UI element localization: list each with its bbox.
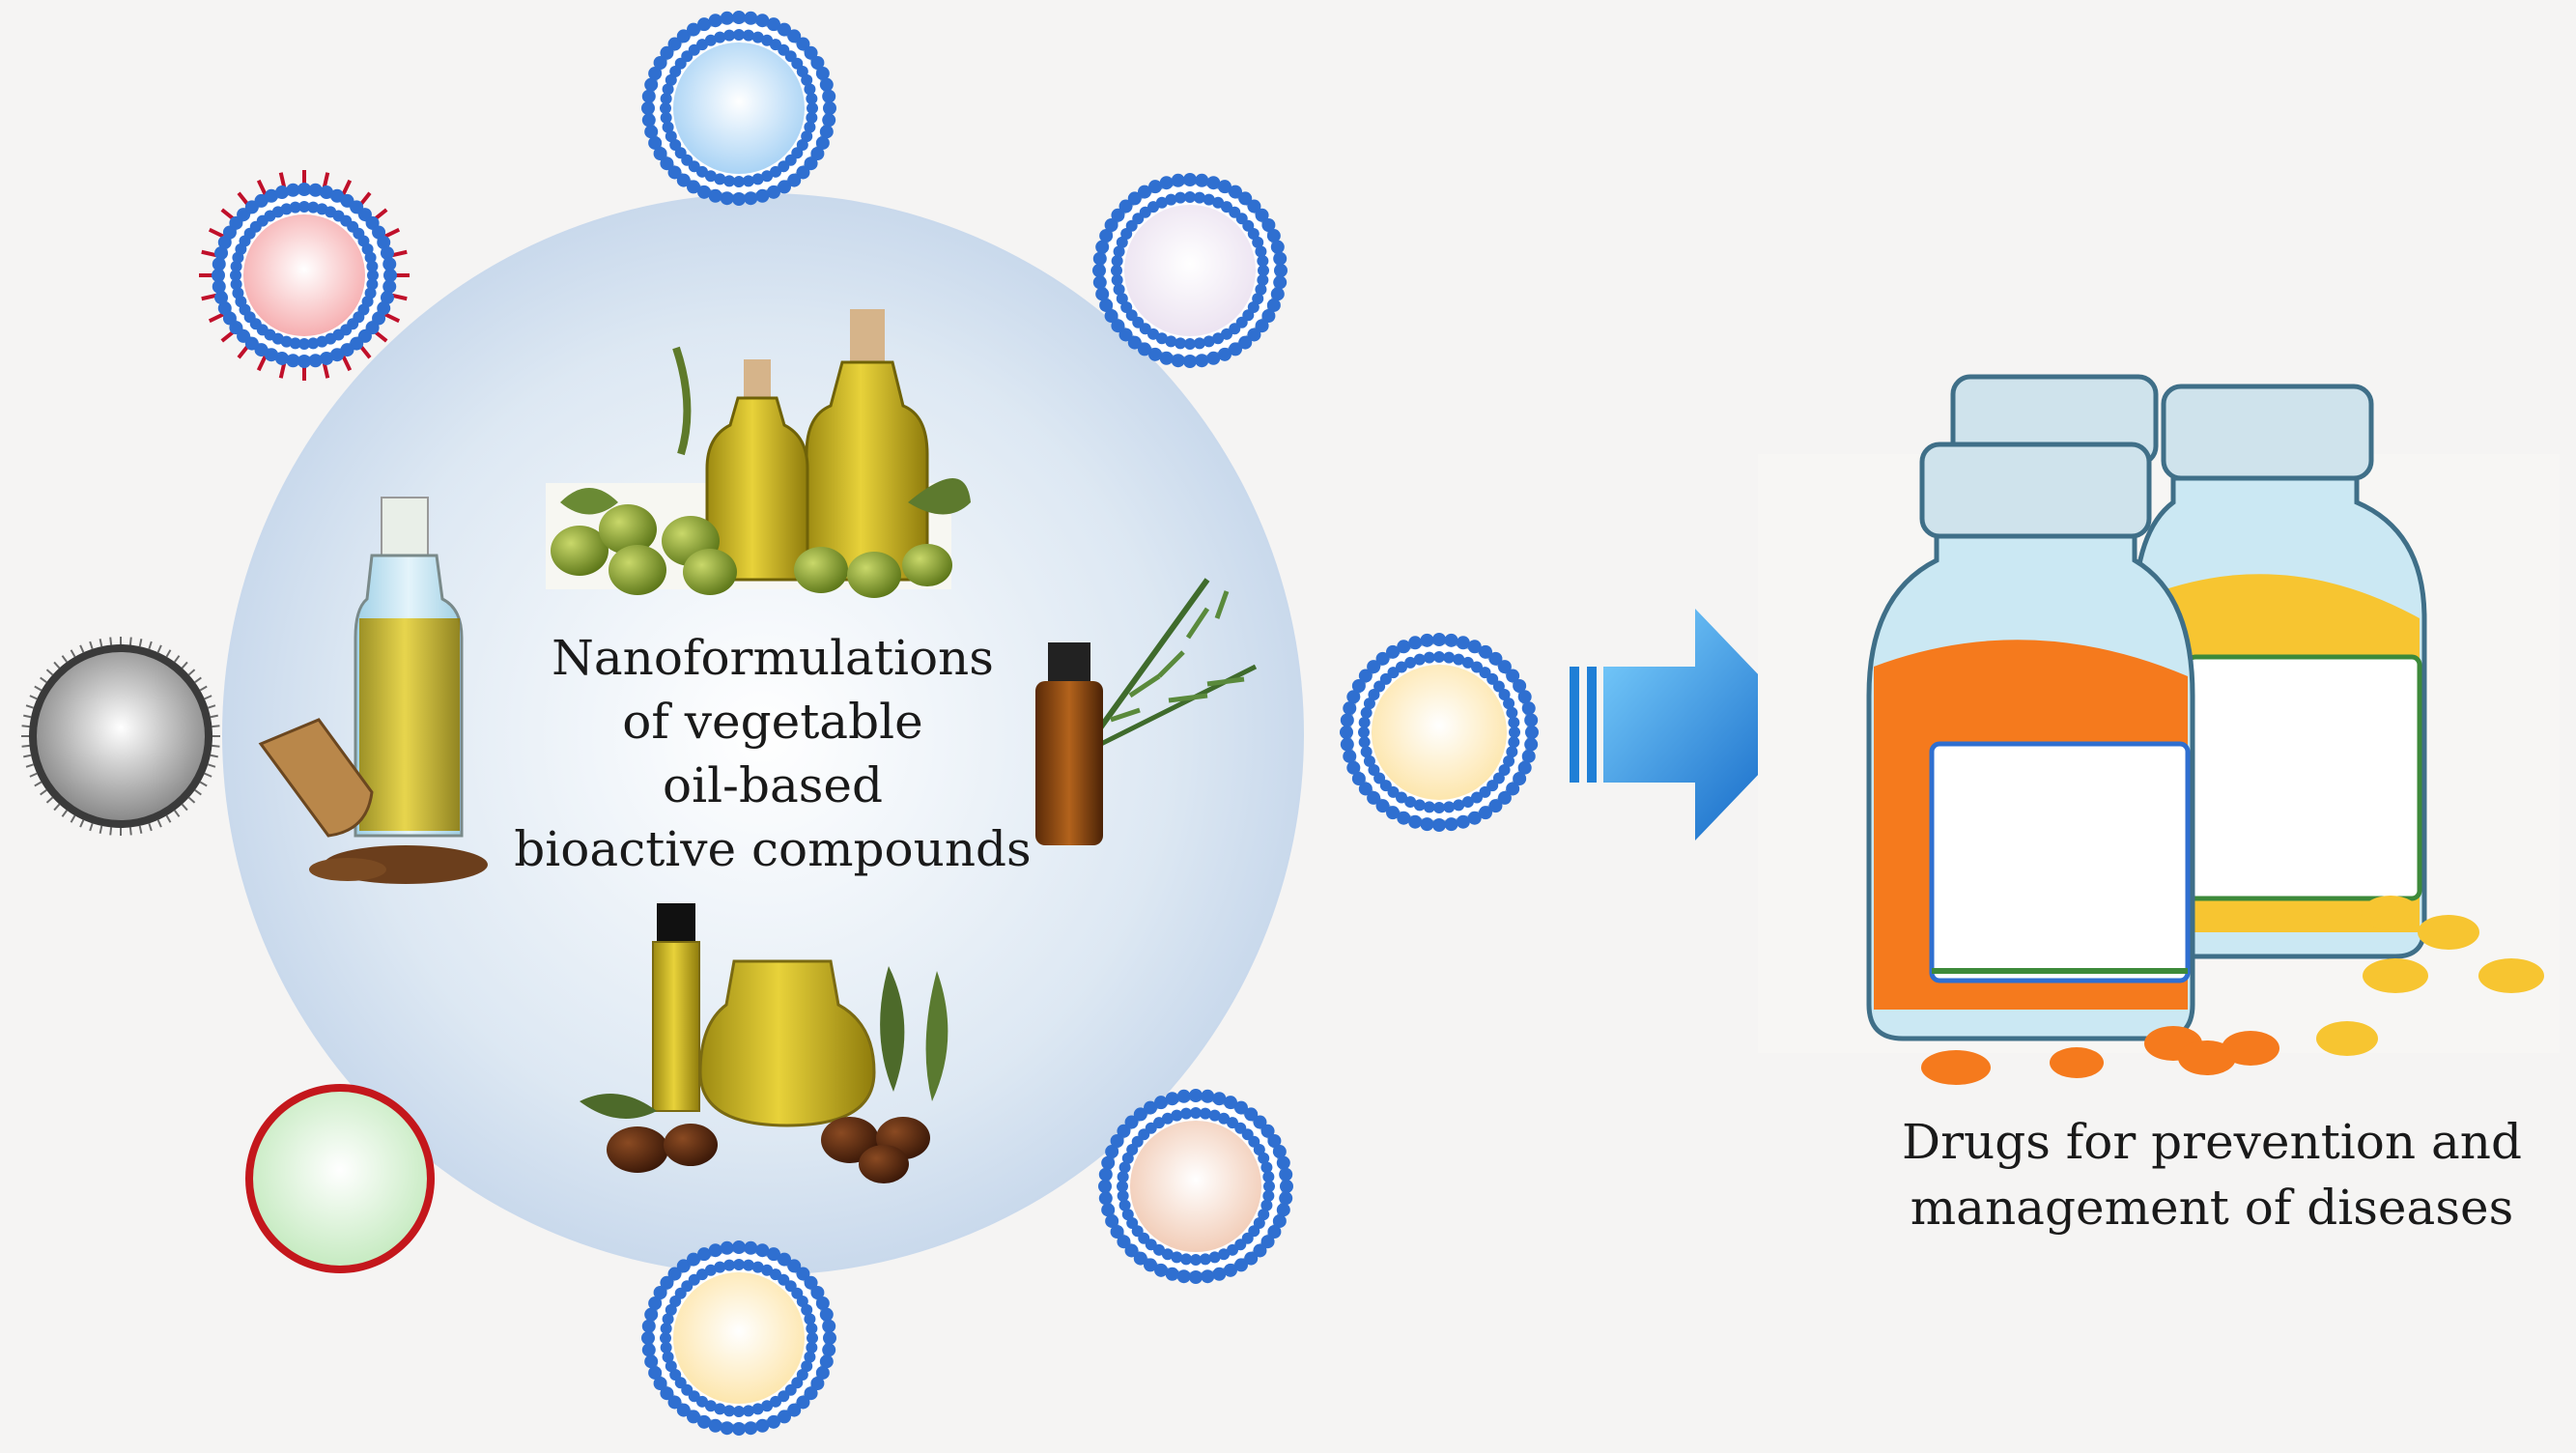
central-label: Nanoformulations of vegetable oil-based …: [406, 626, 1140, 881]
nanoparticle: [1092, 173, 1288, 368]
central-circle: [222, 193, 1304, 1275]
nanoparticle: [1340, 633, 1539, 832]
nanoparticle-group: [21, 11, 1539, 1436]
central-label-line: Nanoformulations: [552, 630, 994, 686]
central-label-line: bioactive compounds: [514, 821, 1032, 877]
nanoparticle: [641, 1240, 836, 1436]
olive-oil-image: [546, 309, 971, 598]
nanoparticle: [1098, 1089, 1293, 1284]
drugs-label-line: management of diseases: [1910, 1180, 2514, 1236]
pill-bottles-image: [1758, 374, 2560, 1085]
rosemary-oil-image: [1035, 578, 1258, 845]
drugs-label: Drugs for prevention and management of d…: [1816, 1109, 2576, 1240]
nanoparticle: [199, 170, 410, 381]
nanoparticle: [641, 11, 836, 206]
nanoparticle: [21, 637, 220, 836]
jojoba-oil-image: [580, 903, 948, 1183]
drugs-label-line: Drugs for prevention and: [1902, 1114, 2522, 1170]
central-label-line: of vegetable: [622, 694, 923, 750]
arrow: [1570, 609, 1806, 840]
central-label-line: oil-based: [662, 757, 884, 813]
nanoparticle: [245, 1084, 435, 1273]
flaxseed-oil-image: [258, 497, 488, 884]
